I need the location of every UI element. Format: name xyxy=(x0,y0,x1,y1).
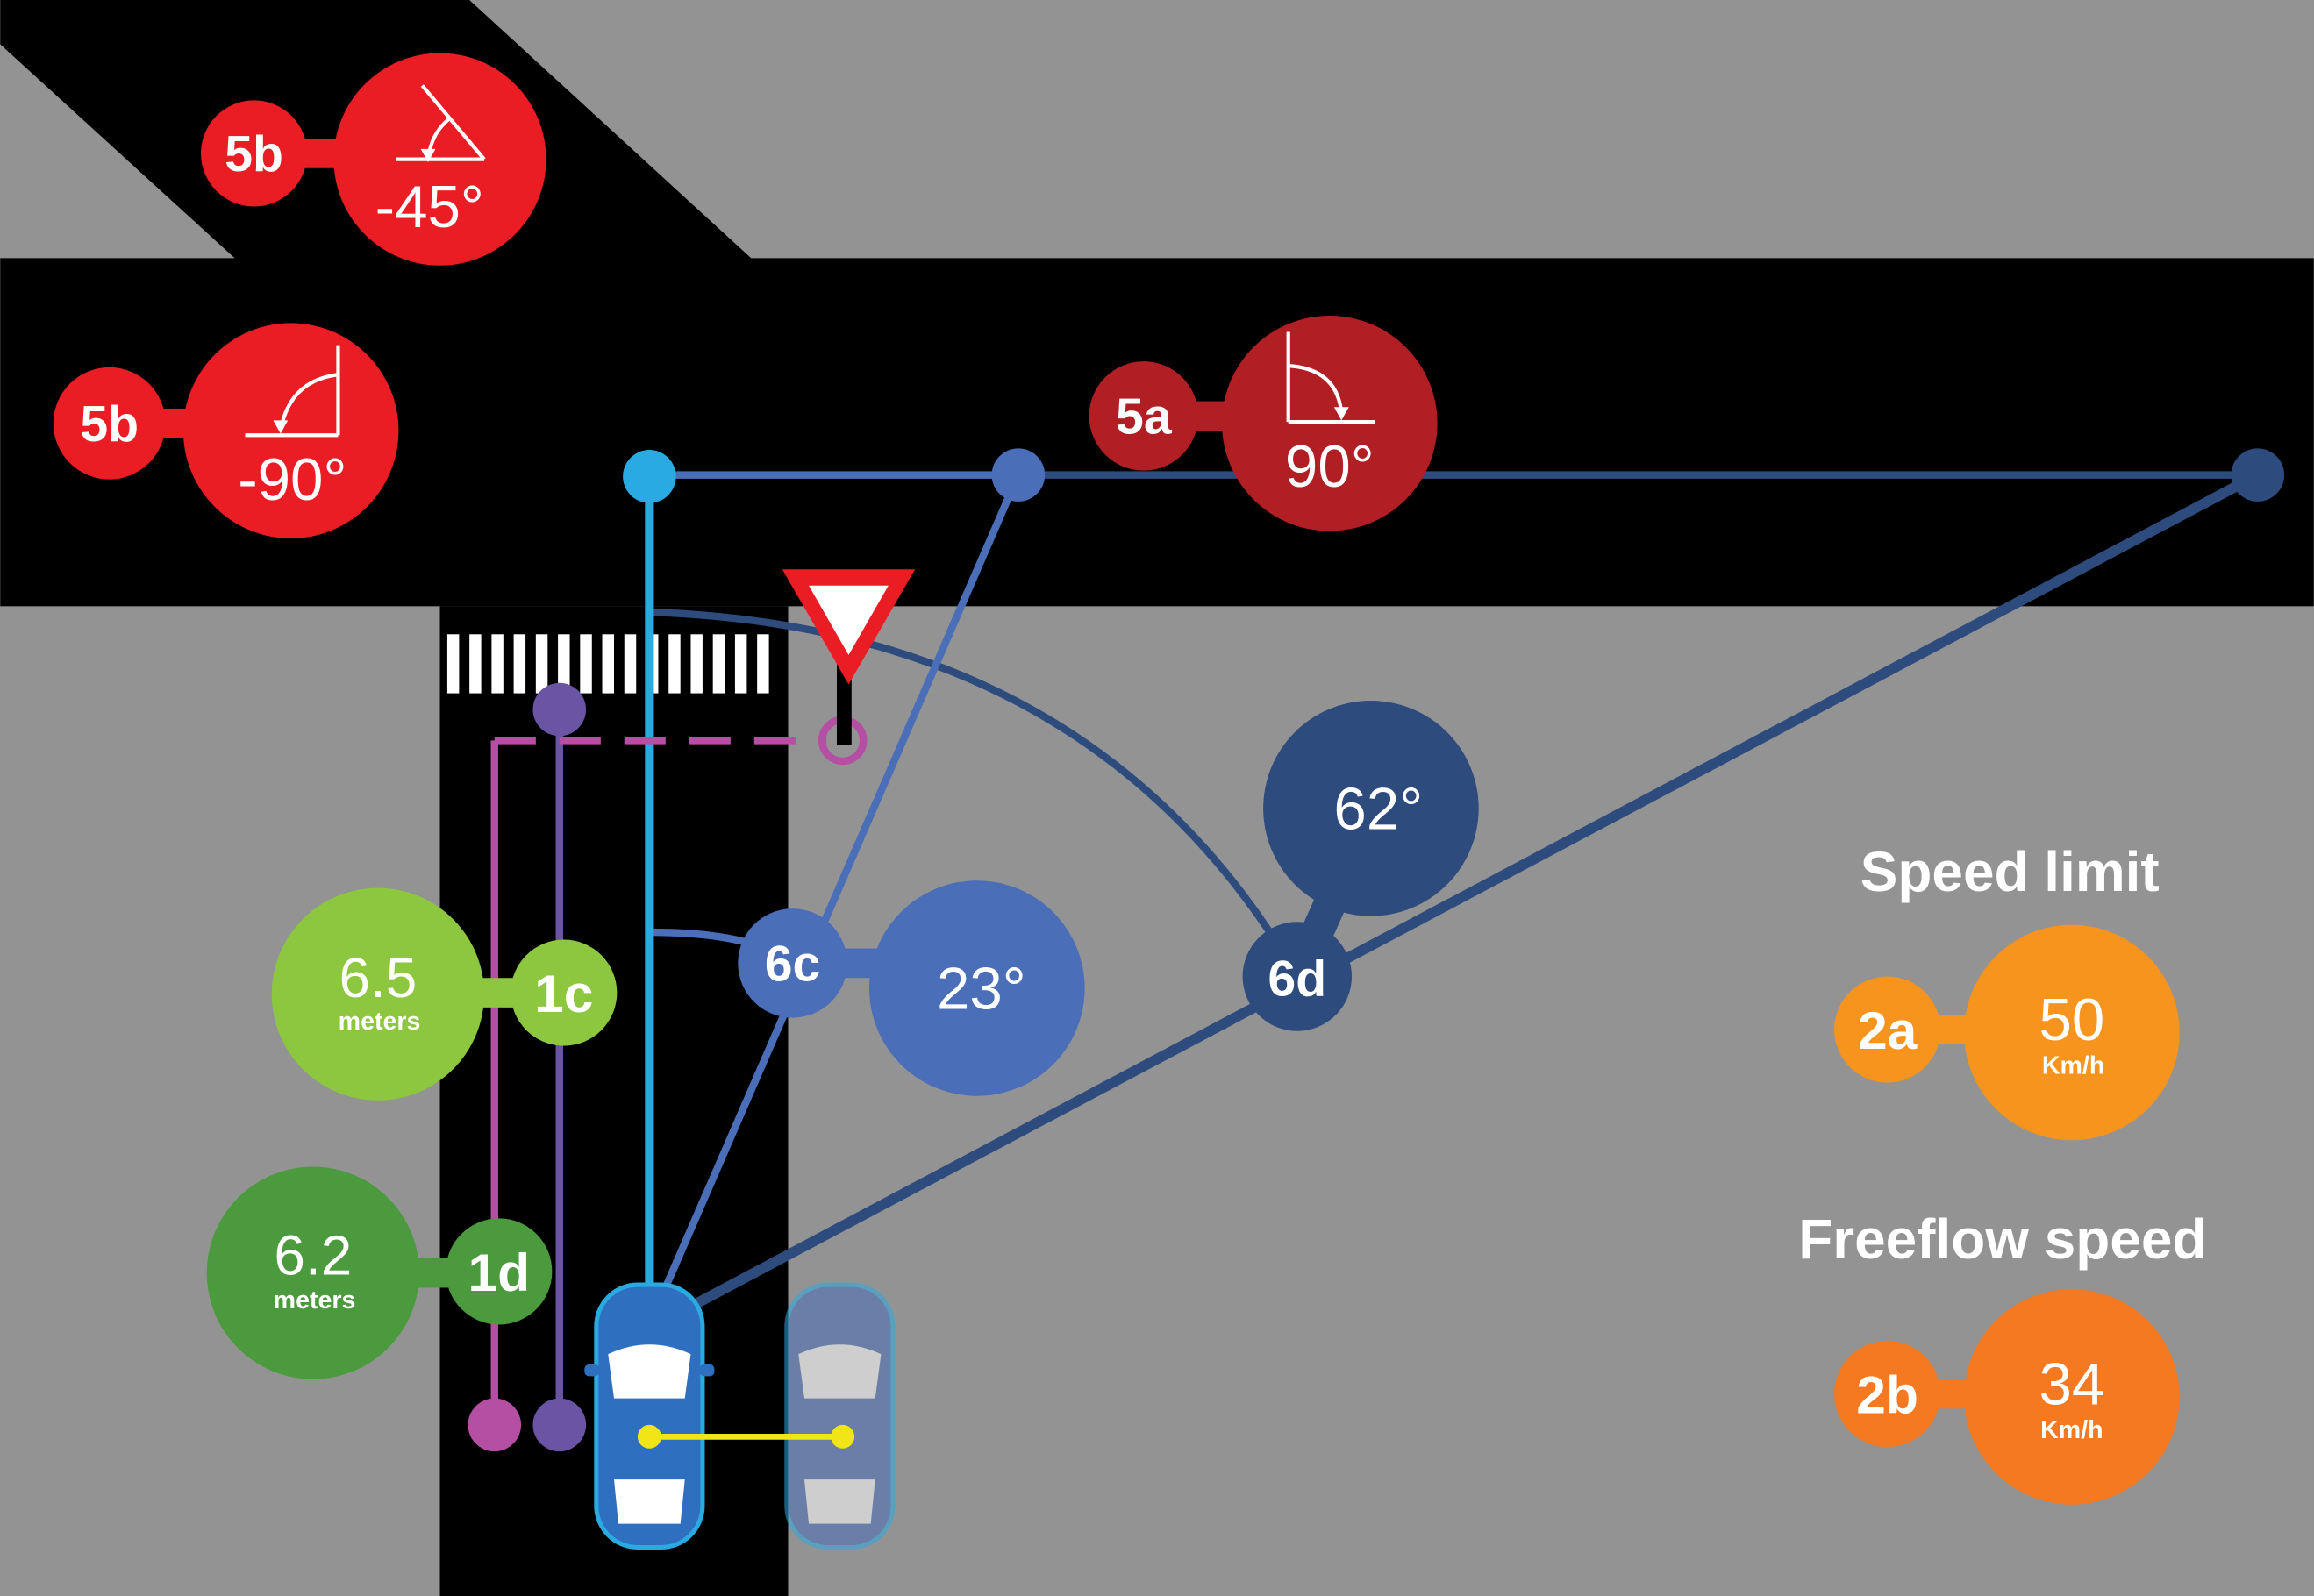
badge-1d: 6.2 meters 1d xyxy=(206,1166,553,1379)
label-2b: 2b xyxy=(1856,1364,1918,1424)
car-ghost xyxy=(784,1282,896,1550)
purple-point-bottom xyxy=(532,1398,587,1452)
point-mid xyxy=(991,448,1046,502)
point-far xyxy=(2231,448,2285,502)
distance-unit-1d: meters xyxy=(274,1286,356,1315)
badge-5b-left: 5b -90° xyxy=(53,323,399,538)
badge-6d: 62° 6d xyxy=(1242,700,1479,1031)
angle-90-icon xyxy=(1286,331,1375,424)
badge-2a: 2a 50 Km/h xyxy=(1834,924,2180,1141)
angle-value-5b-top: -45° xyxy=(375,175,484,240)
lane-offset-point-left xyxy=(637,1424,661,1449)
angle-value-6d: 62° xyxy=(1333,776,1423,842)
heading-speed-limit: Speed limit xyxy=(1860,840,2160,903)
angle-value-6c: 23° xyxy=(937,957,1026,1022)
badge-1c: 6.5 meters 1c xyxy=(271,887,618,1101)
label-1d: 1d xyxy=(468,1243,530,1302)
arc-6d xyxy=(649,608,1299,976)
label-5a: 5a xyxy=(1116,389,1173,445)
yield-sign-icon xyxy=(782,569,916,745)
angle-90-left-icon xyxy=(245,345,340,438)
angle-value-5b-left: -90° xyxy=(238,447,346,513)
badge-5a: 5a 90° xyxy=(1089,315,1438,531)
angle-45-icon xyxy=(396,84,486,163)
speed-value-2a: 50 xyxy=(2039,987,2104,1053)
badge-5b-top: 5b -45° xyxy=(201,53,546,266)
distance-unit-1c: meters xyxy=(339,1008,421,1036)
label-6c: 6c xyxy=(765,937,821,993)
distance-value-1c: 6.5 xyxy=(339,946,417,1009)
label-6d: 6d xyxy=(1268,951,1326,1007)
angle-value-5a: 90° xyxy=(1285,434,1375,500)
label-1c: 1c xyxy=(534,964,593,1023)
line-to-mid-point xyxy=(661,473,1022,1293)
label-5b-top: 5b xyxy=(225,126,283,182)
speed-unit-2a: Km/h xyxy=(2042,1052,2104,1080)
purple-point-top xyxy=(532,682,587,737)
line-to-far-point xyxy=(676,470,2260,1318)
speed-value-2b: 34 xyxy=(2039,1351,2104,1417)
badge-6c: 6c 23° xyxy=(738,880,1085,1096)
point-origin xyxy=(623,450,676,503)
magenta-point-bottom xyxy=(468,1398,522,1452)
lane-offset-point-right xyxy=(831,1424,855,1449)
heading-freeflow-speed: Freeflow speed xyxy=(1798,1208,2206,1271)
speed-unit-2b: Km/h xyxy=(2040,1416,2103,1444)
distance-value-1d: 6.2 xyxy=(274,1223,352,1286)
crosswalk xyxy=(446,634,769,694)
badge-2b: 2b 34 Km/h xyxy=(1834,1289,2180,1505)
label-2a: 2a xyxy=(1858,1001,1918,1060)
label-5b-left: 5b xyxy=(80,396,139,452)
car-main xyxy=(584,1282,715,1550)
